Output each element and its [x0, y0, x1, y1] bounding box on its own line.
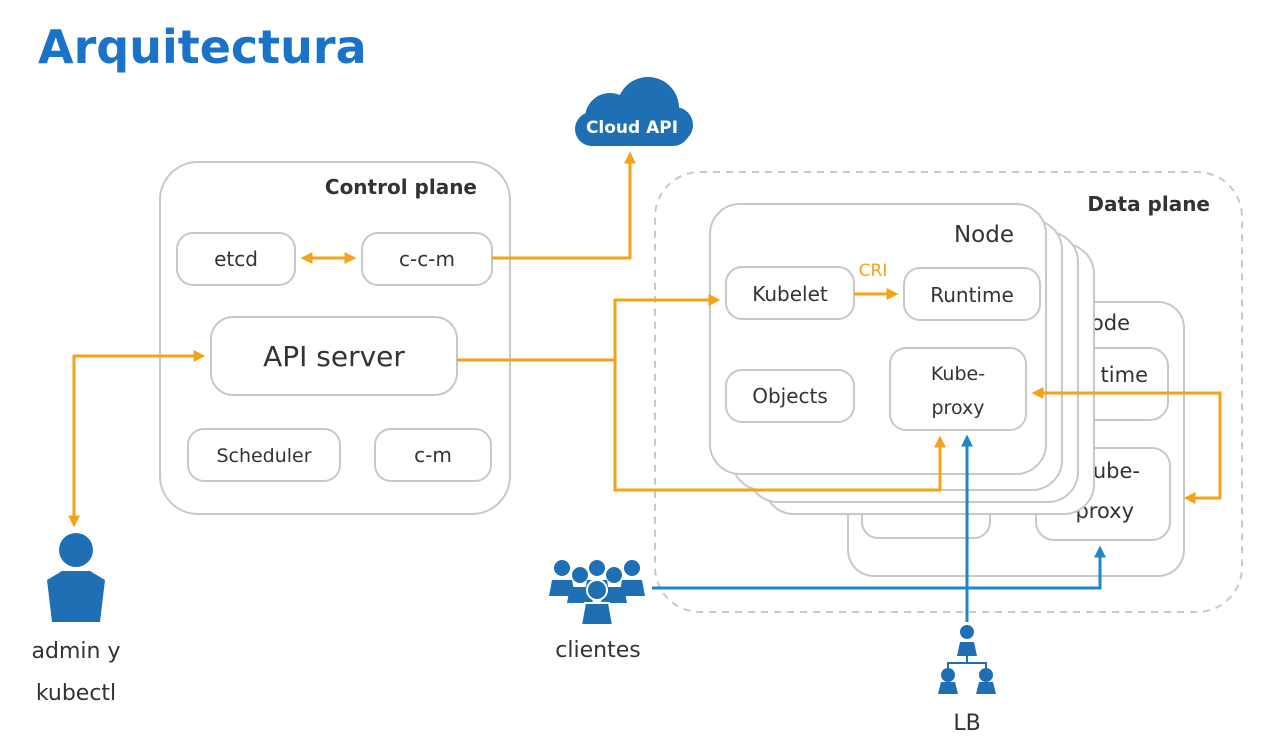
etcd-box [176, 232, 296, 286]
ccm-label: c-c-m [399, 247, 455, 271]
api-kubelet-arrow [457, 294, 721, 362]
objects-label: Objects [752, 384, 828, 408]
back-node-label: ode [1091, 311, 1130, 335]
clients-back-proxy-arrow [652, 545, 1106, 590]
cloud-api-icon [575, 77, 693, 146]
control-plane-label: Control plane [325, 175, 477, 199]
blue-connectors [652, 434, 1106, 622]
cm-label: c-m [414, 443, 452, 467]
orange-connectors [68, 151, 1222, 528]
proxy-sync-arrow [1031, 387, 1222, 504]
runtime-label: Runtime [930, 283, 1014, 307]
admin-user-icon [47, 533, 105, 622]
cloud-api-label: Cloud API [586, 118, 678, 138]
etcd-label: etcd [214, 247, 258, 271]
kubelet-label: Kubelet [752, 282, 828, 306]
api-server-label: API server [263, 340, 405, 373]
objects-box [725, 369, 855, 423]
runtime-box [903, 267, 1041, 321]
kube-proxy-line2: proxy [932, 397, 985, 419]
node-label: Node [954, 222, 1014, 248]
admin-label-line1: admin y [32, 639, 121, 664]
cri-label: CRI [859, 261, 888, 281]
load-balancer-icon [938, 625, 996, 694]
api-server-box [210, 316, 458, 396]
back-node-runtime-label: time [1101, 363, 1148, 387]
api-kubeproxy-arrow [613, 360, 946, 492]
clients-group-icon [549, 560, 645, 626]
data-plane-container [654, 171, 1243, 613]
ccm-cloud-arrow [492, 151, 636, 260]
admin-api-arrow [68, 350, 206, 528]
cm-box [374, 428, 492, 482]
kube-proxy-box [889, 347, 1027, 431]
clients-label: clientes [555, 638, 640, 663]
admin-label-line2: kubectl [36, 681, 116, 706]
data-plane-label: Data plane [1087, 192, 1210, 216]
kube-proxy-line1: Kube- [931, 363, 985, 385]
back-node-proxy-line1: ube- [1093, 459, 1140, 483]
scheduler-label: Scheduler [216, 445, 311, 467]
lb-label: LB [953, 711, 980, 736]
page-title: Arquitectura [38, 20, 367, 74]
